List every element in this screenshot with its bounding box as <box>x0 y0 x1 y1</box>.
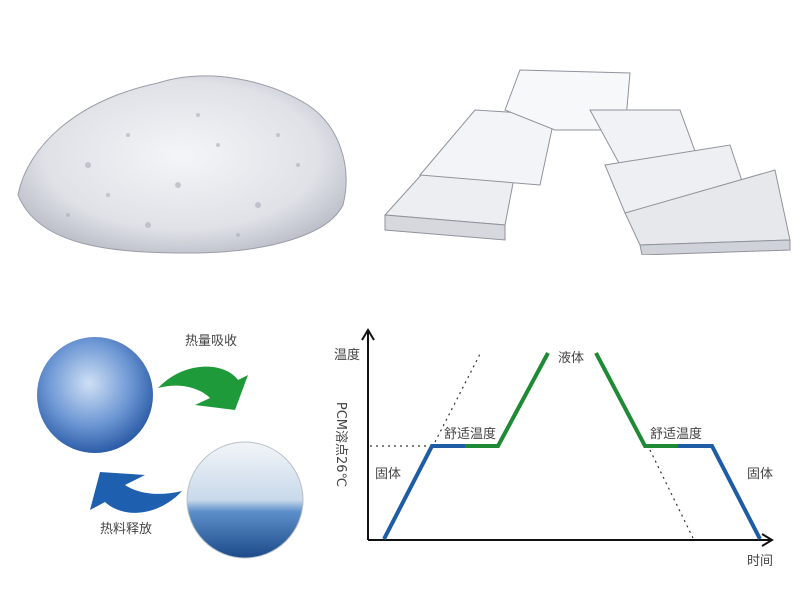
heat-absorb-label: 热量吸收 <box>185 334 238 349</box>
solid-right-label: 固体 <box>747 467 774 482</box>
comfort-right-label: 舒适温度 <box>650 427 703 442</box>
phase-change-chart: 温度 PCM溶点26℃ 固体 舒适温度 液体 舒适温度 固体 时间 <box>320 310 800 600</box>
wax-blocks-photo <box>380 65 795 255</box>
heat-release-label: 热料释放 <box>100 522 153 537</box>
melting-point-label: PCM溶点26℃ <box>333 401 349 488</box>
comfort-left-label: 舒适温度 <box>444 427 497 442</box>
liquid-label: 液体 <box>558 351 585 366</box>
solid-ice-image <box>37 337 153 453</box>
solid-left-label: 固体 <box>375 467 402 482</box>
wax-granules-photo <box>8 55 353 255</box>
y-axis-label: 温度 <box>334 348 361 363</box>
liquid-water-image <box>186 441 304 559</box>
x-axis-label: 时间 <box>747 554 774 569</box>
phase-cycle-diagram: 热量吸收 热料释放 <box>0 310 320 600</box>
